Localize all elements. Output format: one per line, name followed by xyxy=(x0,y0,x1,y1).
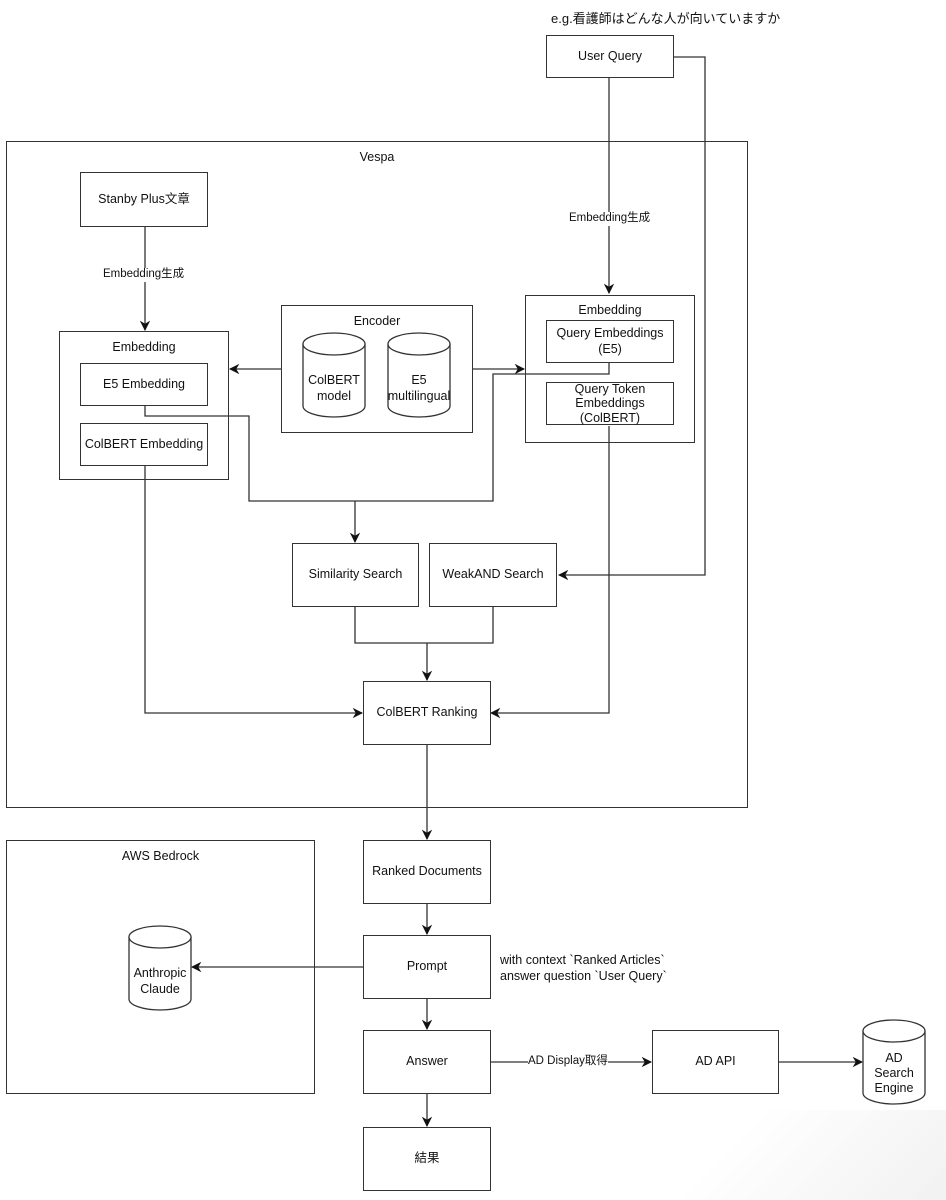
query-embeddings-e5-line1: Query Embeddings xyxy=(556,325,664,340)
ad-search-line1: AD xyxy=(885,1051,903,1065)
colbert-embedding-node[interactable]: ColBERT Embedding xyxy=(80,423,208,466)
e5-embedding-node[interactable]: E5 Embedding xyxy=(80,363,208,406)
claude-line1: Anthropic xyxy=(133,966,187,980)
weakand-search-label: WeakAND Search xyxy=(442,567,544,582)
encoder-title: Encoder xyxy=(353,314,401,328)
query-embeddings-e5-node[interactable]: Query Embeddings (E5) xyxy=(546,320,674,363)
vespa-title: Vespa xyxy=(359,150,395,164)
example-query-text: e.g.看護師はどんな人が向いていますか xyxy=(551,11,781,26)
e5-multilingual-line2: multilingual xyxy=(387,389,451,404)
edge-label-ad-display: AD Display取得 xyxy=(528,1055,608,1069)
result-node[interactable]: 結果 xyxy=(363,1127,491,1191)
similarity-search-label: Similarity Search xyxy=(308,567,403,582)
ad-search-engine-db[interactable]: AD Search Engine xyxy=(862,1019,926,1105)
user-query-label: User Query xyxy=(578,48,642,63)
encoder-group: Encoder xyxy=(281,305,473,433)
ad-search-line3: Engine xyxy=(874,1081,914,1095)
colbert-model-db[interactable]: ColBERT model xyxy=(302,332,366,418)
ad-search-line2: Search xyxy=(874,1066,914,1080)
doc-embedding-title: Embedding xyxy=(112,340,176,354)
database-icon xyxy=(387,332,451,418)
answer-label: Answer xyxy=(406,1054,448,1069)
anthropic-claude-db[interactable]: Anthropic Claude xyxy=(128,925,192,1011)
weakand-search-node[interactable]: WeakAND Search xyxy=(429,543,557,607)
query-token-line1: Query Token xyxy=(574,381,646,396)
colbert-embedding-label: ColBERT Embedding xyxy=(84,436,204,451)
prompt-note: with context `Ranked Articles` answer qu… xyxy=(500,953,667,984)
doc-embedding-group: Embedding xyxy=(59,331,229,480)
user-query-node[interactable]: User Query xyxy=(546,35,674,78)
database-icon xyxy=(128,925,192,1011)
colbert-ranking-label: ColBERT Ranking xyxy=(376,705,478,720)
ad-api-node[interactable]: AD API xyxy=(652,1030,779,1094)
query-token-embeddings-node[interactable]: Query Token Embeddings (ColBERT) xyxy=(546,382,674,425)
answer-node[interactable]: Answer xyxy=(363,1030,491,1094)
prompt-node[interactable]: Prompt xyxy=(363,935,491,999)
colbert-model-line2: model xyxy=(316,389,352,404)
prompt-note-line1: with context `Ranked Articles` xyxy=(500,953,665,967)
prompt-label: Prompt xyxy=(406,959,448,974)
e5-multilingual-line1: E5 xyxy=(411,373,427,387)
ad-api-label: AD API xyxy=(695,1054,736,1069)
vespa-container: Vespa xyxy=(6,141,748,808)
prompt-note-line2: answer question `User Query` xyxy=(500,968,667,983)
colbert-model-line1: ColBERT xyxy=(308,373,360,387)
database-icon xyxy=(302,332,366,418)
query-embeddings-e5-line2: (E5) xyxy=(598,341,622,356)
database-icon xyxy=(862,1019,926,1105)
aws-bedrock-title: AWS Bedrock xyxy=(121,849,200,863)
aws-bedrock-container: AWS Bedrock xyxy=(6,840,315,1094)
e5-embedding-label: E5 Embedding xyxy=(102,376,185,391)
query-token-line2: Embeddings xyxy=(575,396,645,411)
corner-shadow xyxy=(616,1110,946,1200)
edge-label-doc-embedding: Embedding生成 xyxy=(103,268,185,282)
result-label: 結果 xyxy=(414,1151,440,1166)
query-embedding-title: Embedding xyxy=(578,303,642,317)
similarity-search-node[interactable]: Similarity Search xyxy=(292,543,419,607)
edge-label-query-embedding: Embedding生成 xyxy=(569,212,651,226)
ranked-documents-label: Ranked Documents xyxy=(372,864,482,879)
stanby-plus-doc-node[interactable]: Stanby Plus文章 xyxy=(80,172,208,227)
ranked-documents-node[interactable]: Ranked Documents xyxy=(363,840,491,904)
claude-line2: Claude xyxy=(140,982,180,997)
query-embedding-group: Embedding xyxy=(525,295,695,443)
stanby-plus-doc-label: Stanby Plus文章 xyxy=(98,191,190,206)
query-token-line3: (ColBERT) xyxy=(579,410,641,425)
e5-multilingual-db[interactable]: E5 multilingual xyxy=(387,332,451,418)
colbert-ranking-node[interactable]: ColBERT Ranking xyxy=(363,681,491,745)
